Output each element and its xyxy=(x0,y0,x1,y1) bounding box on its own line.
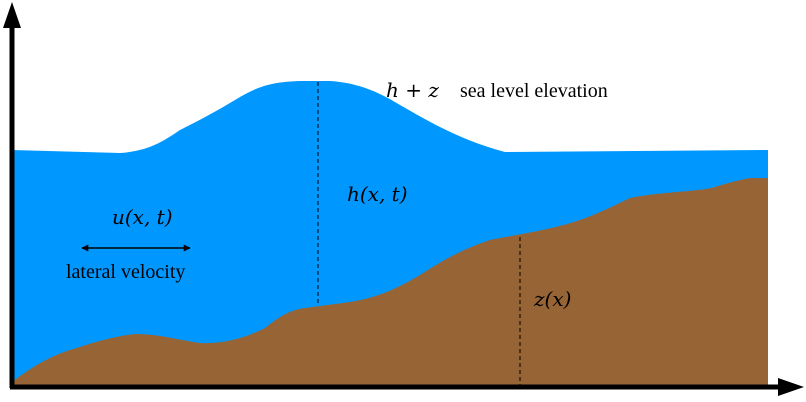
velocity-symbol-label: u(x, t) xyxy=(112,205,173,229)
sea-level-text-label: sea level elevation xyxy=(460,80,608,102)
x-axis-arrowhead xyxy=(778,378,804,396)
bed-elevation-label: z(x) xyxy=(533,287,571,311)
velocity-text-label: lateral velocity xyxy=(66,261,185,283)
y-axis-arrowhead xyxy=(3,2,21,28)
water-depth-label: h(x, t) xyxy=(347,182,408,206)
sea-bed xyxy=(12,178,768,386)
sea-level-symbol-label: h + z xyxy=(386,78,439,102)
